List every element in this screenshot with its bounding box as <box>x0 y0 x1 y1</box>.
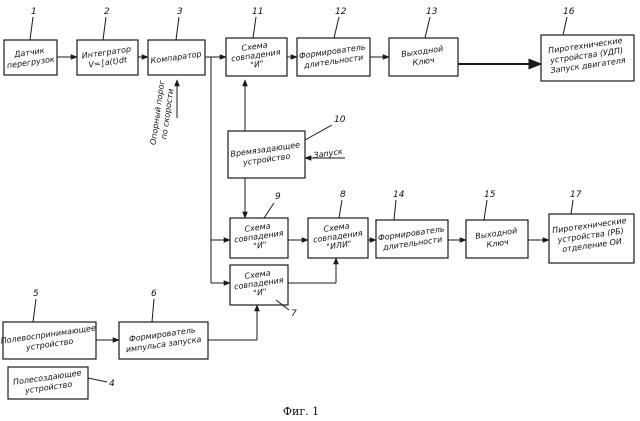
block-12-duration-former: Формировательдлительности <box>297 38 370 76</box>
ref-10: 10 <box>334 115 346 125</box>
block-11-and-gate: Схемасовпадения"И" <box>226 38 287 76</box>
block-3-comparator: Компаратор <box>148 40 205 75</box>
ref-11: 11 <box>252 7 263 17</box>
block-9-and-gate: Схемасовпадения"И" <box>230 218 288 258</box>
block-16-pyro-udp: Пиротехническиеустройства (УДП)Запуск дв… <box>541 35 634 81</box>
ref-15: 15 <box>484 190 496 200</box>
ref-8: 8 <box>340 190 346 200</box>
connections <box>57 57 549 340</box>
ref-1: 1 <box>31 7 37 17</box>
ref-17: 17 <box>570 190 582 200</box>
ref-5: 5 <box>33 289 39 299</box>
ref-14: 14 <box>393 190 405 200</box>
block-8-or-gate: Схемасовпадения"ИЛИ" <box>308 218 368 258</box>
block-5-field-receiver: Полевоспринимающееустройство <box>0 322 98 359</box>
figure-caption: Фиг. 1 <box>283 405 319 418</box>
ref-2: 2 <box>104 7 110 17</box>
ref-3: 3 <box>177 7 183 17</box>
block-13-output-switch: ВыходнойКлюч <box>389 38 458 76</box>
block-7-and-gate: Схемасовпадения"И" <box>230 265 288 305</box>
ref-7: 7 <box>291 309 297 319</box>
speed-threshold-label: Опорный порогпо скорости <box>149 79 177 147</box>
block-17-pyro-rb: Пиротехническиеустройства (РБ)отделение … <box>549 214 634 263</box>
block-1-sensor: Датчикперегрузок <box>4 40 57 75</box>
block-6-trigger-pulse-former: Формировательимпульса запуска <box>119 322 208 359</box>
block-15-output-switch: ВыходнойКлюч <box>466 220 528 258</box>
ref-12: 12 <box>335 7 347 17</box>
ref-6: 6 <box>151 289 157 299</box>
ref-13: 13 <box>426 7 438 17</box>
block-4-field-generator: Полесоздающееустройство <box>8 367 88 399</box>
block-14-duration-former: Формировательдлительности <box>376 220 448 258</box>
ref-4: 4 <box>109 379 115 389</box>
block-2-integrator: ИнтеграторV=∫a(t)dt <box>77 40 138 75</box>
block-10-timer: Времязадающееустройство <box>228 131 305 178</box>
ref-16: 16 <box>563 7 575 17</box>
ref-9: 9 <box>275 192 281 202</box>
